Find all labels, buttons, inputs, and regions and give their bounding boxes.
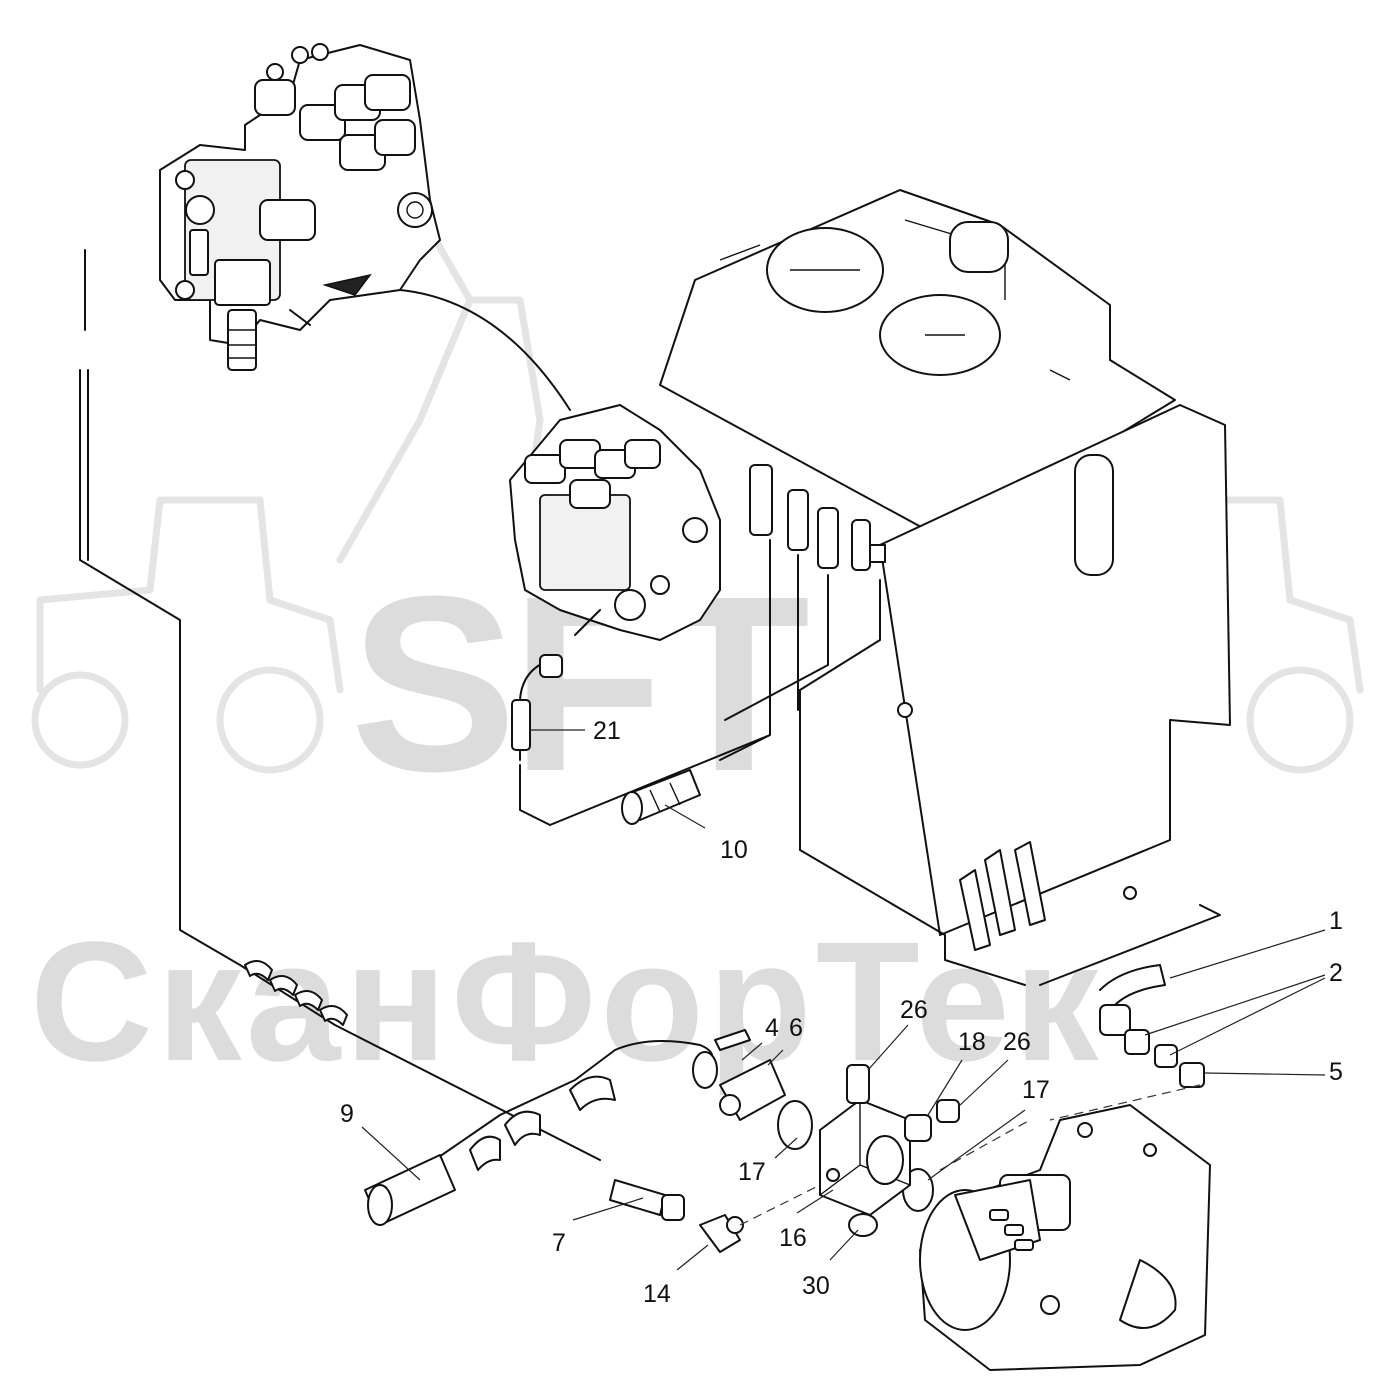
- callout-26-upper: 26: [900, 996, 928, 1024]
- callout-4: 4: [765, 1014, 779, 1042]
- callout-21: 21: [593, 717, 621, 745]
- watermark: SFT СканФорТек: [30, 226, 1364, 1097]
- hose-routing: [79, 249, 829, 1161]
- hose-10: [621, 769, 701, 825]
- secondary-control-valve: [509, 404, 721, 641]
- callout-1: 1: [1329, 907, 1343, 935]
- callout-14: 14: [643, 1280, 671, 1308]
- callout-9: 9: [340, 1100, 354, 1128]
- callout-18: 18: [958, 1028, 986, 1056]
- hose-7-and-elbow-14: [609, 1179, 831, 1253]
- main-control-valve: [159, 43, 441, 371]
- callout-16: 16: [779, 1224, 807, 1252]
- leader-lines: [361, 729, 1326, 1271]
- callout-30: 30: [802, 1272, 830, 1300]
- hydraulic-tank: [659, 189, 1231, 986]
- hydraulic-pump: [919, 1104, 1211, 1371]
- hose-21: [511, 654, 563, 761]
- callout-17-right: 17: [1022, 1076, 1050, 1104]
- hose-1-assembly: [1049, 964, 1205, 1121]
- spiral-wrap: [244, 960, 348, 1026]
- callout-2: 2: [1329, 959, 1343, 987]
- callout-10: 10: [720, 836, 748, 864]
- watermark-brand-name: СканФорТек: [30, 907, 1103, 1097]
- callout-numbers: 1 2 5 4 6 26 18 26 17 17 9 7 14 16 30 10…: [340, 717, 1343, 1308]
- callout-6: 6: [789, 1014, 803, 1042]
- adapter-block-16: [819, 1064, 960, 1237]
- callout-7: 7: [552, 1229, 566, 1257]
- tank-port-fittings: [749, 464, 886, 571]
- callout-5: 5: [1329, 1058, 1343, 1086]
- callout-26-lower: 26: [1003, 1028, 1031, 1056]
- callout-17-left: 17: [738, 1158, 766, 1186]
